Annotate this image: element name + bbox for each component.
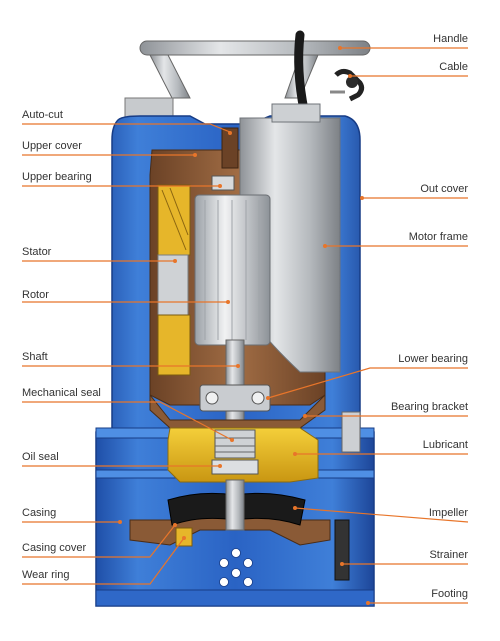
lower-bearing-part <box>199 384 271 412</box>
label-upper-cover: Upper cover <box>22 140 82 152</box>
label-bearing-bracket: Bearing bracket <box>391 401 468 413</box>
stator-part <box>157 184 191 376</box>
handle-part <box>139 40 371 99</box>
label-casing: Casing <box>22 507 56 519</box>
rotor-part <box>194 194 271 346</box>
label-impeller: Impeller <box>429 507 468 519</box>
label-motor-frame: Motor frame <box>409 231 468 243</box>
label-upper-bearing: Upper bearing <box>22 171 92 183</box>
label-cable: Cable <box>439 61 468 73</box>
label-lower-bearing: Lower bearing <box>398 353 468 365</box>
label-casing-cover: Casing cover <box>22 542 87 554</box>
label-strainer: Strainer <box>429 549 468 561</box>
label-out-cover: Out cover <box>420 183 468 195</box>
right-labels: Handle Cable Out cover Motor frame Lower… <box>266 33 468 605</box>
cable-part <box>294 30 365 115</box>
label-stator: Stator <box>22 246 52 258</box>
upper-bearing-part <box>211 175 235 191</box>
auto-cut-part <box>221 127 239 169</box>
label-mechanical-seal: Mechanical seal <box>22 387 101 399</box>
label-auto-cut: Auto-cut <box>22 109 63 121</box>
mechanical-seal-part <box>214 429 256 459</box>
oil-seal-part <box>211 459 259 475</box>
label-wear-ring: Wear ring <box>22 569 69 581</box>
label-handle: Handle <box>433 33 468 45</box>
label-oil-seal: Oil seal <box>22 451 59 463</box>
label-footing: Footing <box>431 588 468 600</box>
label-shaft: Shaft <box>22 351 48 363</box>
label-rotor: Rotor <box>22 289 49 301</box>
left-labels: Auto-cut Upper cover Upper bearing Stato… <box>22 109 240 585</box>
label-lubricant: Lubricant <box>423 439 468 451</box>
inlet-holes <box>219 548 253 587</box>
strainer-part <box>334 519 350 581</box>
bearing-bracket-part <box>149 393 326 429</box>
